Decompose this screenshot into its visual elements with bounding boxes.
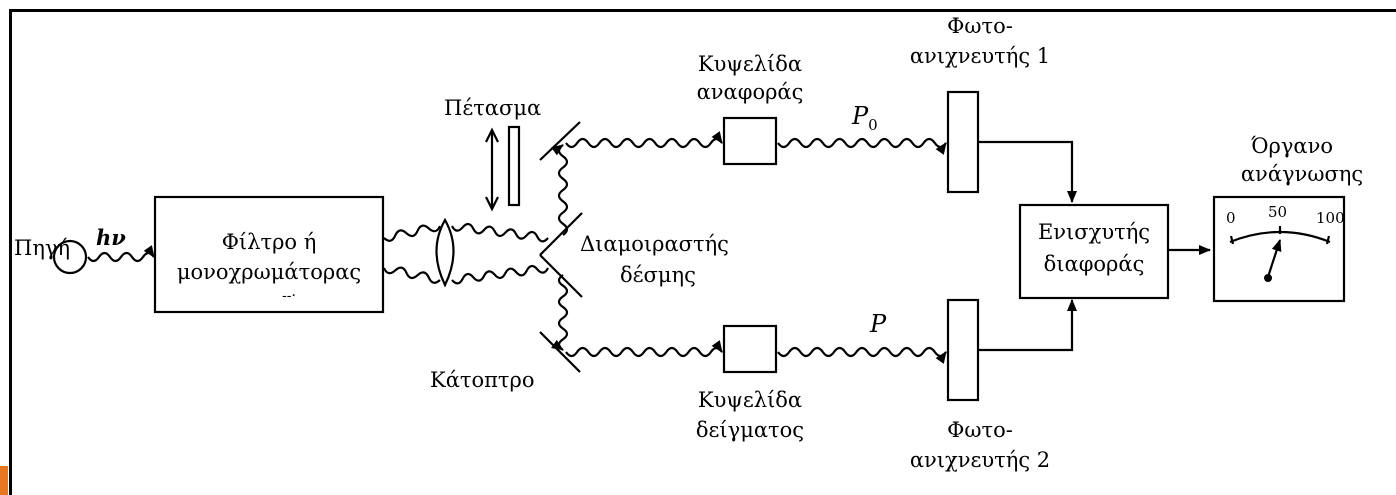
filter-label-line2: μονοχρωμάτορας <box>176 260 362 284</box>
shutter-arrow-head-down <box>485 196 499 212</box>
readout-meter <box>1212 195 1346 303</box>
detector1-label-line2: ανιχνευτής 1 <box>909 44 1051 68</box>
beam-lower-to-lens <box>382 266 441 284</box>
beam-sample-cell-to-detector2 <box>777 346 947 364</box>
filter-small-mark: --· <box>282 288 296 304</box>
filter-label-line1: Φίλτρο ή <box>221 230 317 254</box>
meter-scale-0: 0 <box>1226 209 1236 227</box>
ref-cell-label-line2: αναφοράς <box>696 80 804 104</box>
beam-lens-to-splitter-lower <box>451 264 549 285</box>
photon-label: hν <box>96 225 126 250</box>
amplifier-label-line1: Ενισχυτής <box>1037 220 1151 244</box>
meter-scale-100: 100 <box>1316 209 1345 227</box>
source-circle <box>52 239 88 275</box>
sample-cell <box>722 324 778 374</box>
sample-cell-label-line1: Κυψελίδα <box>697 388 803 412</box>
sample-cell-label-line2: δείγματος <box>695 418 805 442</box>
upper-mirror <box>539 121 581 161</box>
detector2-to-amplifier <box>978 299 1077 352</box>
meter-tick-0 <box>1229 235 1235 245</box>
p0-letter: P <box>852 102 869 130</box>
detector1-to-amplifier <box>978 140 1077 203</box>
filter-box <box>153 195 385 314</box>
difference-amplifier <box>1018 203 1170 300</box>
shutter-label: Πέτασμα <box>444 96 542 120</box>
lens <box>435 217 455 288</box>
p0-label: P0 <box>852 104 878 137</box>
meter-scale-50: 50 <box>1268 203 1288 221</box>
shutter-plate <box>507 125 521 207</box>
beam-upper-to-lens <box>383 224 442 242</box>
detector2-label-line1: Φωτο- <box>947 418 1013 442</box>
amplifier-label-line2: διαφοράς <box>1043 252 1145 276</box>
p0-subscript: 0 <box>868 115 878 134</box>
wave-source-to-filter <box>87 245 155 263</box>
shutter-arrow-head-up <box>485 127 499 143</box>
slide-corner-accent <box>0 466 8 495</box>
beam-mirror-to-sample-cell <box>565 340 723 358</box>
source-label: Πηγή <box>14 236 71 260</box>
beam-ref-cell-to-detector1 <box>777 137 947 155</box>
p-label: P <box>870 310 887 338</box>
detector1-label-line1: Φωτο- <box>947 14 1013 38</box>
meter-pivot <box>1264 274 1272 282</box>
photodetector-1 <box>946 90 980 194</box>
beam-mirror-to-ref-cell <box>565 131 723 149</box>
ref-cell-label-line1: Κυψελίδα <box>697 52 803 76</box>
meter-label-line2: ανάγνωσης <box>1240 162 1364 186</box>
beam-lens-to-splitter-upper <box>451 222 549 243</box>
splitter-label-line1: Διαμοιραστής <box>580 232 729 256</box>
figure-frame <box>9 9 1396 495</box>
splitter-upper-plate <box>539 212 583 256</box>
lower-mirror <box>539 331 581 373</box>
detector2-label-line2: ανιχνευτής 2 <box>909 448 1051 472</box>
reference-cell <box>722 116 778 166</box>
splitter-label-line2: δέσμης <box>620 263 696 287</box>
meter-needle <box>1266 239 1282 278</box>
mirror-label: Κάτοπτρο <box>430 368 535 392</box>
meter-label-line1: Όργανο <box>1250 134 1334 158</box>
meter-tick-100 <box>1325 235 1331 245</box>
beam-splitter-to-upper-mirror <box>551 144 569 236</box>
photodetector-2 <box>946 298 980 402</box>
beam-splitter-to-lower-mirror <box>551 274 569 351</box>
